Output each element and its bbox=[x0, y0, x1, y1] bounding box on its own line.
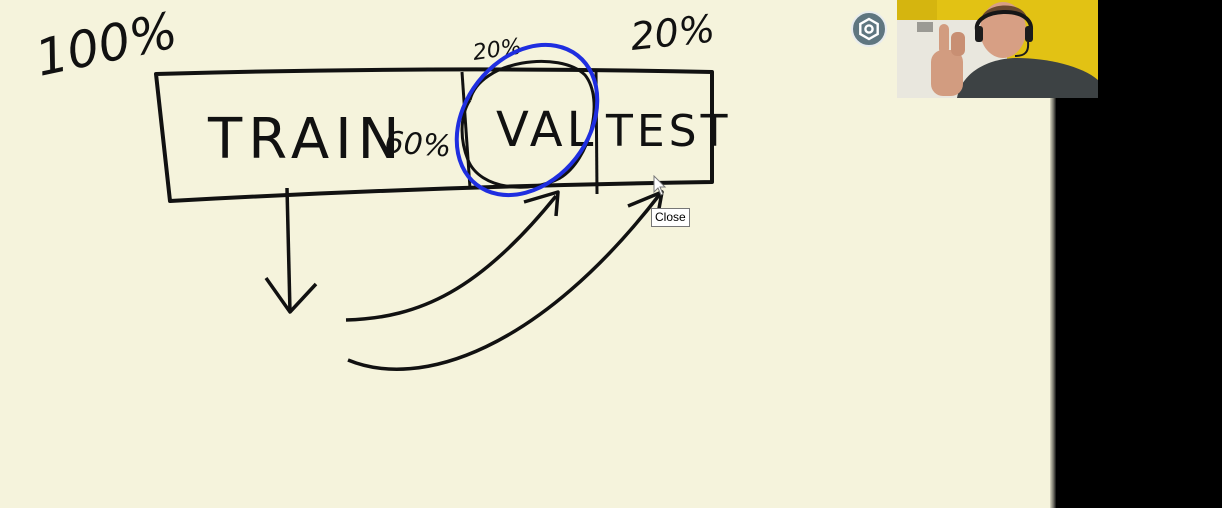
val-circle-ink bbox=[460, 59, 596, 189]
close-tooltip: Close bbox=[651, 208, 690, 227]
test-label: TEST bbox=[605, 106, 731, 157]
percent-train-label: 60% bbox=[383, 125, 452, 165]
dataset-split-box bbox=[154, 67, 714, 203]
mouse-pointer-icon bbox=[653, 174, 667, 201]
val-label: VAL bbox=[496, 102, 597, 158]
hexagon-gear-icon bbox=[859, 17, 879, 41]
presenter-webcam-image bbox=[897, 0, 1098, 98]
settings-button[interactable] bbox=[851, 11, 887, 47]
arrow-to-val-head bbox=[523, 190, 560, 217]
train-label: TRAIN bbox=[207, 107, 406, 172]
train-down-arrow-head bbox=[264, 276, 318, 314]
val-highlight-circle bbox=[454, 42, 600, 198]
train-down-arrow-shaft bbox=[285, 187, 292, 313]
percent-test-label: 20% bbox=[628, 6, 717, 59]
whiteboard-canvas[interactable]: 100% 20% 20% TRAIN 60% VAL TEST bbox=[0, 0, 1052, 508]
arrow-to-test bbox=[347, 192, 662, 371]
canvas-border bbox=[1050, 0, 1056, 508]
whiteboard-drawing: 100% 20% 20% TRAIN 60% VAL TEST bbox=[30, 1, 731, 371]
webcam-video bbox=[897, 0, 1098, 98]
arrow-to-val bbox=[345, 194, 558, 322]
train-val-divider bbox=[460, 71, 472, 189]
